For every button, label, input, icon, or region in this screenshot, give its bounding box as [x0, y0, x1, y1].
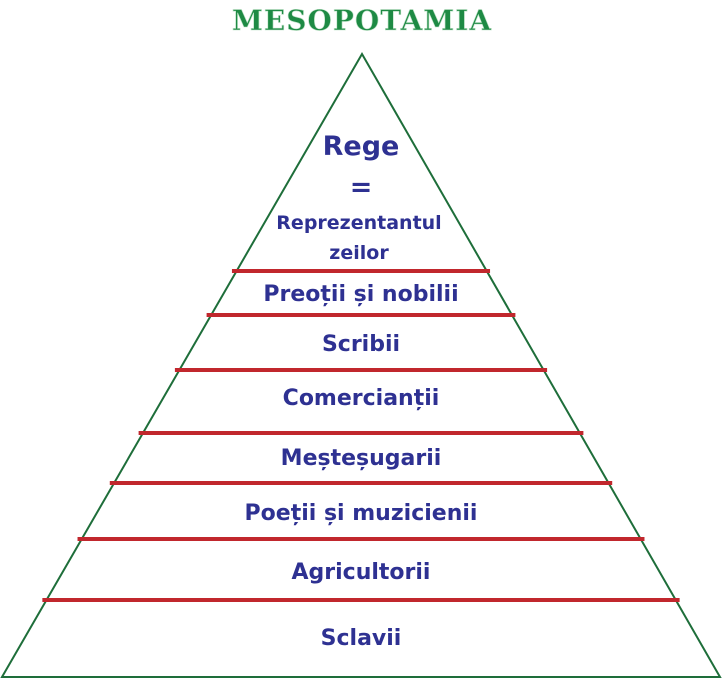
pyramid-outline [0, 51, 722, 678]
level-label: Comercianții [283, 386, 440, 411]
level-label: Meșteșugarii [281, 446, 442, 471]
diagram-title: MESOPOTAMIA [232, 4, 493, 37]
top-label-equals: = [350, 172, 373, 203]
top-label-representative: Reprezentantul [276, 212, 441, 234]
level-label: Sclavii [321, 626, 402, 651]
top-label-gods: zeilor [329, 242, 389, 264]
level-label: Poeții și muzicienii [245, 501, 478, 526]
level-label: Preoții și nobilii [263, 282, 458, 307]
level-label: Scribii [322, 332, 400, 357]
top-label-king: Rege [323, 131, 400, 162]
level-label: Agricultorii [292, 560, 431, 585]
